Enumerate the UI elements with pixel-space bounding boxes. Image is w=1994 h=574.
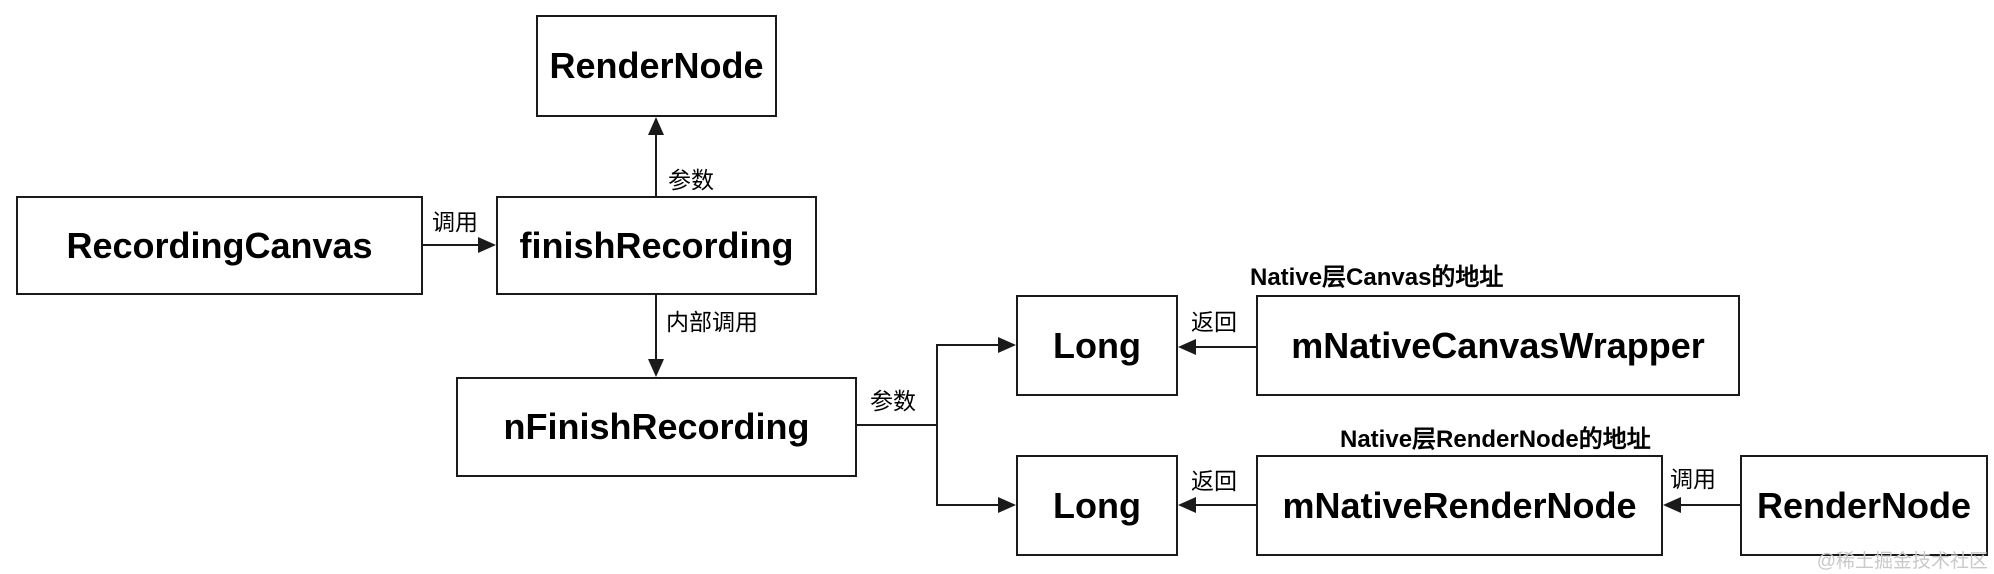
arrowhead-right-icon (998, 337, 1016, 353)
arrowhead-left-icon (1663, 497, 1681, 513)
edge-line-call-1 (423, 244, 480, 246)
edge-line-return-1 (1194, 346, 1256, 348)
edge-line-param-stem (857, 424, 937, 426)
edge-line-call-2 (1679, 504, 1740, 506)
node-finish-recording: finishRecording (496, 196, 817, 295)
edge-label-return-1: 返回 (1191, 309, 1237, 335)
edge-label-call-2: 调用 (1670, 466, 1716, 492)
edge-line-branch (936, 344, 938, 506)
edge-label-param-2: 参数 (870, 388, 916, 414)
node-long-bottom: Long (1016, 455, 1178, 556)
edge-line-branch-top (936, 344, 998, 346)
edge-label-call-1: 调用 (432, 209, 478, 235)
node-n-finish-recording: nFinishRecording (456, 377, 857, 477)
arrowhead-up-icon (648, 117, 664, 135)
edge-line-return-2 (1194, 504, 1256, 506)
annotation-canvas-address: Native层Canvas的地址 (1250, 264, 1504, 291)
arrowhead-right-icon (998, 497, 1016, 513)
node-m-native-canvas-wrapper: mNativeCanvasWrapper (1256, 295, 1740, 396)
node-m-native-render-node: mNativeRenderNode (1256, 455, 1663, 556)
arrowhead-left-icon (1178, 497, 1196, 513)
edge-line-branch-bottom (936, 504, 998, 506)
edge-label-return-2: 返回 (1191, 468, 1237, 494)
node-render-node-top: RenderNode (536, 15, 777, 117)
annotation-render-node-address: Native层RenderNode的地址 (1340, 426, 1651, 453)
node-long-top: Long (1016, 295, 1178, 396)
edge-line-param-up (655, 133, 657, 196)
arrowhead-down-icon (648, 359, 664, 377)
edge-line-internal-call (655, 295, 657, 361)
edge-label-internal-call: 内部调用 (666, 309, 758, 335)
node-render-node-right: RenderNode (1740, 455, 1988, 556)
arrowhead-right-icon (478, 237, 496, 253)
juejin-watermark: @稀土掘金技术社区 (1816, 551, 1988, 572)
node-recording-canvas: RecordingCanvas (16, 196, 423, 295)
arrowhead-left-icon (1178, 339, 1196, 355)
edge-label-param-1: 参数 (668, 167, 714, 193)
